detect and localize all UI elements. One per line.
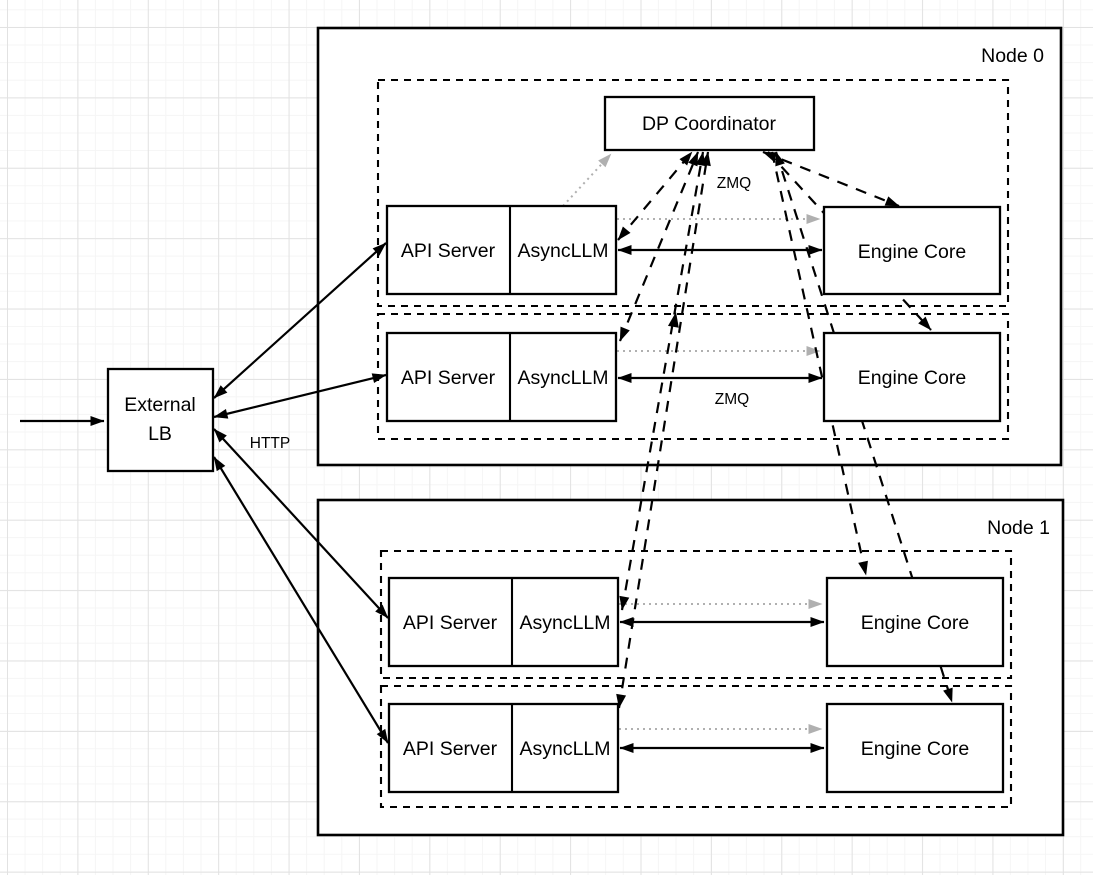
http-label: HTTP [250, 435, 290, 452]
external-lb-label-line2: LB [148, 423, 172, 445]
api-async-box-n0r1 [385, 204, 618, 296]
edge-http-lb-api-n1r2 [213, 456, 389, 744]
asyncllm-label-n0r2: AsyncLLM [517, 367, 608, 389]
edge-zmq-coordinator-async-n1r2 [616, 151, 711, 709]
mid-arrowhead-up [667, 312, 679, 328]
api-server-label-n1r2: API Server [403, 738, 498, 760]
engine-core-box-n0r1 [822, 205, 1002, 296]
external-lb-label-line1: External [124, 394, 196, 416]
edge-http-lb-api-n0r2 [213, 373, 387, 419]
node1-label: Node 1 [987, 517, 1050, 539]
dp-coordinator-label: DP Coordinator [642, 113, 777, 135]
api-server-label-n1r1: API Server [403, 612, 498, 634]
api-async-box-n1r1 [387, 576, 620, 668]
engine-core-box-n1r2 [825, 702, 1005, 794]
dp-coordinator-box [603, 95, 816, 152]
engine-core-box-n1r1 [825, 576, 1005, 668]
edge-http-lb-api-n0r1 [213, 242, 387, 399]
engine-core-label-n1r2: Engine Core [861, 738, 969, 760]
asyncllm-label-n1r1: AsyncLLM [519, 612, 610, 634]
node0-label: Node 0 [981, 45, 1044, 67]
api-async-box-n0r2 [385, 331, 618, 423]
zmq-label-row: ZMQ [715, 391, 749, 408]
api-server-label-n0r2: API Server [401, 367, 496, 389]
asyncllm-label-n0r1: AsyncLLM [517, 240, 608, 262]
engine-core-box-n0r2 [822, 331, 1002, 423]
zmq-label-coordinator: ZMQ [717, 175, 751, 192]
engine-core-label-n0r1: Engine Core [858, 241, 966, 263]
engine-core-label-n1r1: Engine Core [861, 612, 969, 634]
asyncllm-label-n1r2: AsyncLLM [519, 738, 610, 760]
engine-core-label-n0r2: Engine Core [858, 367, 966, 389]
api-server-label-n0r1: API Server [401, 240, 496, 262]
api-async-box-n1r2 [387, 702, 620, 794]
external-lb-box [106, 367, 215, 473]
